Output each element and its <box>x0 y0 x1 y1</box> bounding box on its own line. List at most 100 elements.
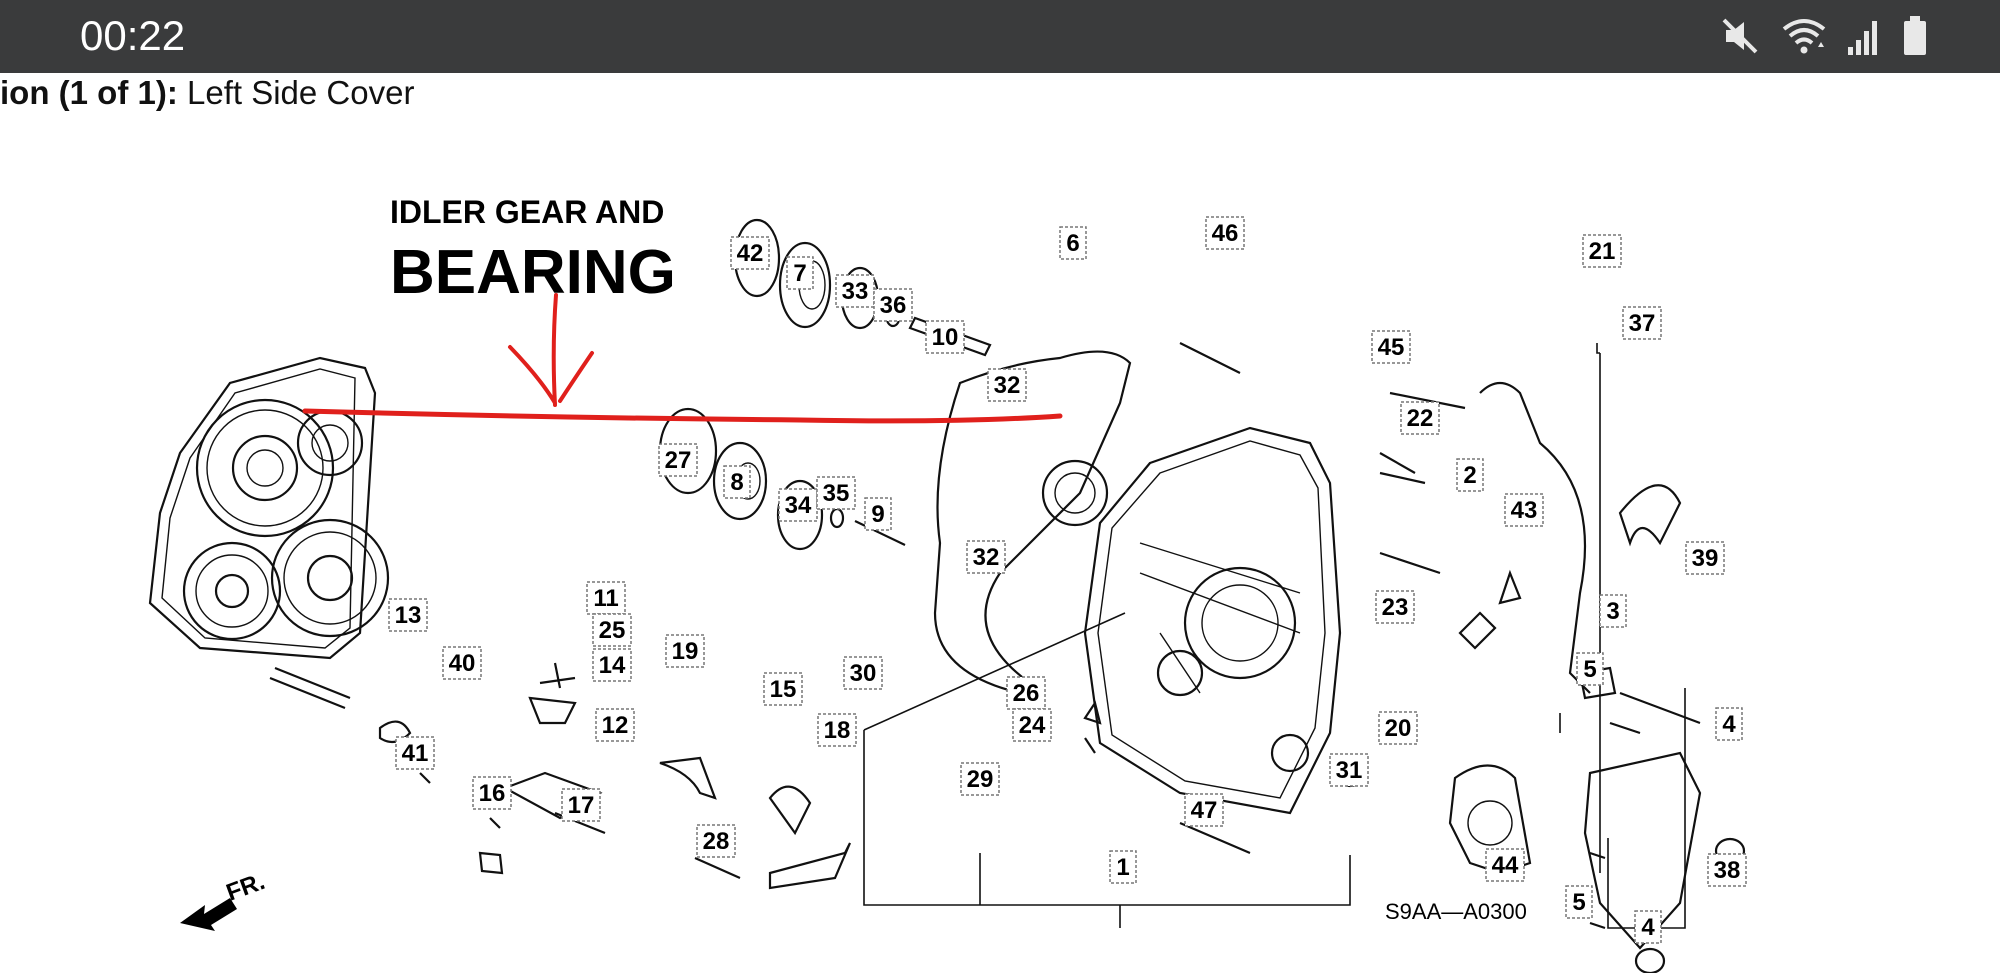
part-number-29: 29 <box>967 766 994 793</box>
part-number-box <box>592 613 632 647</box>
part-number-27: 27 <box>665 447 692 474</box>
part-number-5: 5 <box>1583 656 1596 683</box>
part-number-box <box>1715 707 1743 741</box>
part-number-box <box>778 488 818 522</box>
subtitle-prefix: ion (1 of 1): <box>0 74 178 111</box>
part-number-box <box>1378 711 1418 745</box>
side-cover-illustration <box>1083 426 1342 815</box>
part-number-box <box>987 368 1027 402</box>
part-number-box <box>1456 458 1484 492</box>
part-number-box <box>1006 676 1046 710</box>
part-number-30: 30 <box>850 660 877 687</box>
part-number-box <box>960 762 1000 796</box>
part-number-40: 40 <box>449 650 476 677</box>
part-number-25: 25 <box>599 617 626 644</box>
part-number-box <box>1685 541 1725 575</box>
part-number-23: 23 <box>1382 594 1409 621</box>
part-number-box <box>1565 885 1593 919</box>
part-number-box <box>723 465 751 499</box>
part-number-17: 17 <box>568 792 595 819</box>
part-number-box <box>730 236 770 270</box>
wifi-icon <box>1780 15 1828 57</box>
part-number-box <box>1622 306 1662 340</box>
part-number-1: 1 <box>1116 854 1129 881</box>
part-number-35: 35 <box>823 480 850 507</box>
battery-icon <box>1900 15 1930 57</box>
part-number-box <box>1375 590 1415 624</box>
subtitle-text: Left Side Cover <box>186 74 415 111</box>
part-number-7: 7 <box>793 260 806 287</box>
part-number-box <box>1400 401 1440 435</box>
part-number-32: 32 <box>973 544 1000 571</box>
red-annotation <box>302 293 1063 424</box>
part-number-44: 44 <box>1492 852 1519 879</box>
part-number-20: 20 <box>1385 715 1412 742</box>
part-number-6: 6 <box>1066 230 1079 257</box>
part-number-16: 16 <box>479 780 506 807</box>
part-number-28: 28 <box>703 828 730 855</box>
part-number-36: 36 <box>880 292 907 319</box>
part-number-37: 37 <box>1629 310 1656 337</box>
part-number-box <box>1582 234 1622 268</box>
part-number-24: 24 <box>1019 712 1046 739</box>
part-number-box <box>843 656 883 690</box>
part-number-10: 10 <box>932 324 959 351</box>
parts-diagram <box>148 218 1746 973</box>
part-number-box <box>1485 848 1525 882</box>
gasket-outline <box>933 350 1132 695</box>
transmission-case-illustration <box>148 356 390 710</box>
part-number-12: 12 <box>602 712 629 739</box>
part-number-box <box>1109 850 1137 884</box>
diagram-code: S9AA—A0300 <box>1385 899 1527 924</box>
part-number-box <box>561 788 601 822</box>
part-number-box <box>966 540 1006 574</box>
part-number-34: 34 <box>785 492 812 519</box>
page-subtitle: ion (1 of 1): Left Side Cover <box>0 73 414 113</box>
part-number-box <box>816 476 856 510</box>
part-number-box <box>472 776 512 810</box>
part-number-13: 13 <box>395 602 422 629</box>
part-number-box <box>395 736 435 770</box>
part-number-15: 15 <box>770 676 797 703</box>
annotation-line-2: BEARING <box>390 238 676 307</box>
part-number-box <box>763 672 803 706</box>
front-label: FR. <box>223 868 269 907</box>
part-number-box <box>864 497 892 531</box>
part-number-2: 2 <box>1463 462 1476 489</box>
part-number-32: 32 <box>994 372 1021 399</box>
part-number-box <box>1599 594 1627 628</box>
part-number-19: 19 <box>672 638 699 665</box>
part-number-21: 21 <box>1589 238 1616 265</box>
part-number-box <box>1504 493 1544 527</box>
part-number-45: 45 <box>1378 334 1405 361</box>
part-number-box <box>1012 708 1052 742</box>
part-number-18: 18 <box>824 717 851 744</box>
part-number-11: 11 <box>593 585 618 612</box>
part-number-box <box>595 708 635 742</box>
front-arrow-icon <box>180 898 237 931</box>
part-number-box <box>1205 216 1245 250</box>
part-number-box <box>586 581 626 615</box>
part-number-26: 26 <box>1013 680 1040 707</box>
part-number-42: 42 <box>737 240 764 267</box>
part-number-box <box>592 648 632 682</box>
part-number-box <box>1371 330 1411 364</box>
part-number-46: 46 <box>1212 220 1239 247</box>
part-number-box <box>665 634 705 668</box>
part-number-box <box>696 824 736 858</box>
part-number-31: 31 <box>1336 757 1363 784</box>
part-number-39: 39 <box>1692 545 1719 572</box>
part-number-box <box>1576 652 1604 686</box>
part-number-14: 14 <box>599 652 626 679</box>
part-number-47: 47 <box>1191 797 1218 824</box>
part-number-box <box>786 256 814 290</box>
part-number-box <box>817 713 857 747</box>
part-number-33: 33 <box>842 278 869 305</box>
annotation-line-1: IDLER GEAR AND <box>390 194 664 230</box>
status-clock: 00:22 <box>80 12 186 59</box>
part-number-5: 5 <box>1572 889 1585 916</box>
status-bar: 00:22 <box>0 0 2000 73</box>
part-number-box <box>388 598 428 632</box>
part-number-box <box>925 320 965 354</box>
